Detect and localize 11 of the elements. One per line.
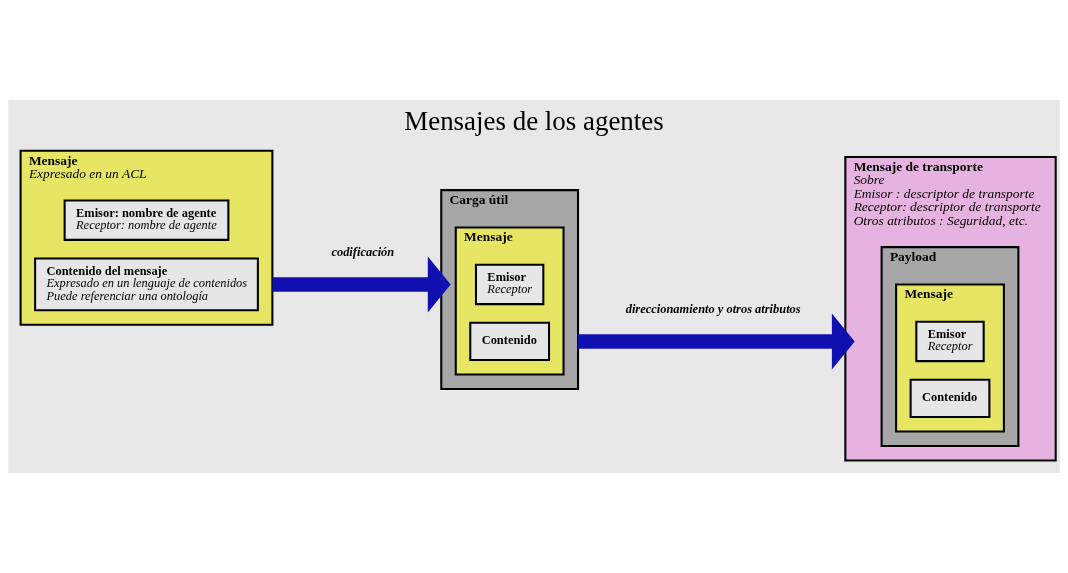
node-box: Contenido del mensaje Expresado en un lenguaje de contenidos Puede referenciar una ontología <box>34 257 259 312</box>
node-box: Emisor Receptor <box>915 320 985 363</box>
node-box: Emisor Receptor <box>474 263 545 306</box>
edge-label: direccionamiento y otros atributos <box>625 301 801 316</box>
node-box: Contenido <box>469 321 551 362</box>
edge-label: codificación <box>331 244 395 259</box>
node-box: Emisor: nombre de agente Receptor: nombre de agente <box>63 199 230 241</box>
arrow <box>578 313 855 370</box>
diagram-title: Mensajes de los agentes <box>404 105 664 136</box>
arrow <box>272 256 451 313</box>
node-box: Contenido <box>909 378 991 419</box>
